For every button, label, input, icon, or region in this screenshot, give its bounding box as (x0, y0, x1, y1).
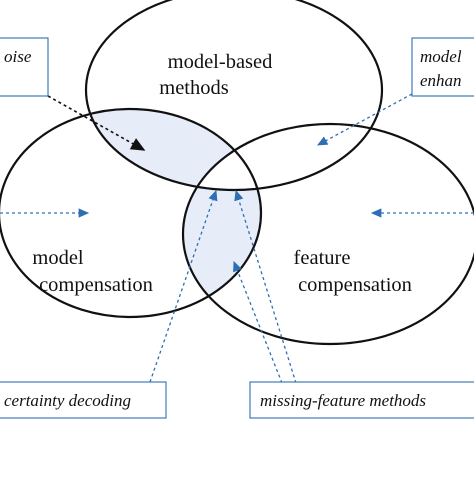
uncertainty-decoding-arrow (149, 189, 218, 383)
missing-feature-methods-label: missing-feature methods (260, 391, 426, 410)
missing-feature-arrow-mid (233, 260, 283, 384)
model-enhancement-label-line1: model (420, 47, 462, 66)
model-enhancement-box: model enhan (411, 37, 474, 97)
noise-arrow (47, 95, 146, 151)
noise-box: oise (0, 37, 49, 97)
top-circle-label-line2: methods (159, 77, 228, 99)
noise-box-label: oise (4, 47, 32, 66)
feature-compensation-circle (181, 122, 474, 346)
missing-feature-methods-box: missing-feature methods (249, 381, 474, 419)
model-based-methods-circle (84, 0, 384, 192)
right-circle-label-line1: feature (294, 247, 351, 269)
model-enhancement-label-line2: enhan (420, 71, 462, 90)
left-circle-label-line1: model (32, 247, 84, 269)
missing-feature-arrow-top (234, 189, 297, 384)
uncertainty-decoding-label: certainty decoding (4, 391, 131, 410)
top-circle-label-line1: model-based (168, 51, 273, 73)
left-circle-label-line2: compensation (39, 274, 153, 296)
model-compensation-circle (0, 107, 263, 319)
right-circle-label-line2: compensation (298, 274, 412, 296)
uncertainty-decoding-box: certainty decoding (0, 381, 167, 419)
